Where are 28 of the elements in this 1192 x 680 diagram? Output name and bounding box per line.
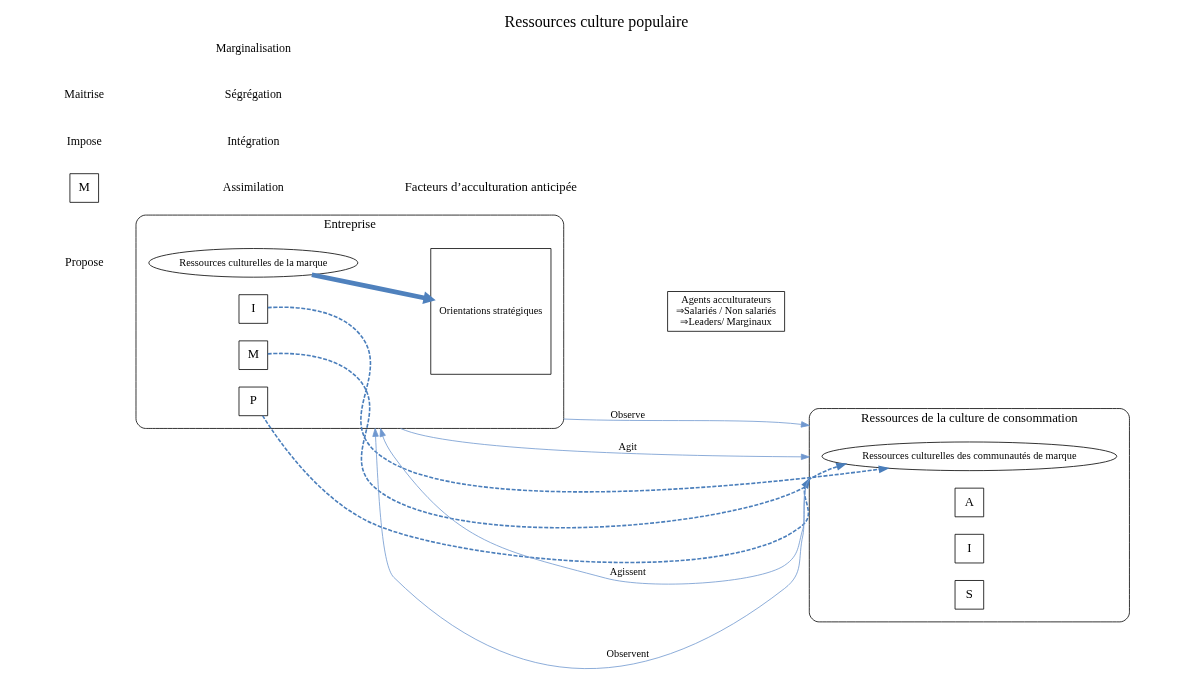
arrow: [266, 352, 847, 529]
label: Marginalisation: [215, 41, 291, 56]
edge-label: Observe: [610, 408, 645, 420]
edge-label: Agit: [618, 441, 637, 453]
arrow: [310, 272, 436, 305]
arrow: [266, 306, 890, 493]
node-box: Agents acculturateurs ⇒Salariés / Non salariés ⇒Leaders/ Marginaux: [666, 291, 785, 332]
label: Intégration: [226, 133, 280, 148]
node-box: P: [238, 386, 268, 417]
label: Propose: [64, 254, 103, 269]
label: Impose: [66, 133, 102, 148]
node-box: I: [954, 533, 984, 564]
label: Assimilation: [222, 179, 284, 194]
label: Maitrise: [63, 87, 104, 102]
node-ellipse: Ressources culturelles de la marque: [147, 248, 358, 278]
arrow: [562, 418, 810, 428]
edge-label: Agissent: [609, 566, 646, 578]
edge-label: Observent: [606, 648, 649, 660]
node-box: A: [954, 487, 984, 518]
label: Facteurs d’acculturation anticipée: [404, 180, 577, 195]
node-box: M: [69, 173, 99, 203]
label: Ségrégation: [224, 87, 282, 102]
diagram-title: Ressources culture populaire: [504, 13, 688, 31]
node-box: S: [954, 580, 984, 610]
node-box: Orientations stratégiques: [429, 248, 551, 375]
arrow: [399, 428, 810, 460]
node-box: I: [238, 294, 268, 324]
node-box: M: [238, 340, 268, 370]
